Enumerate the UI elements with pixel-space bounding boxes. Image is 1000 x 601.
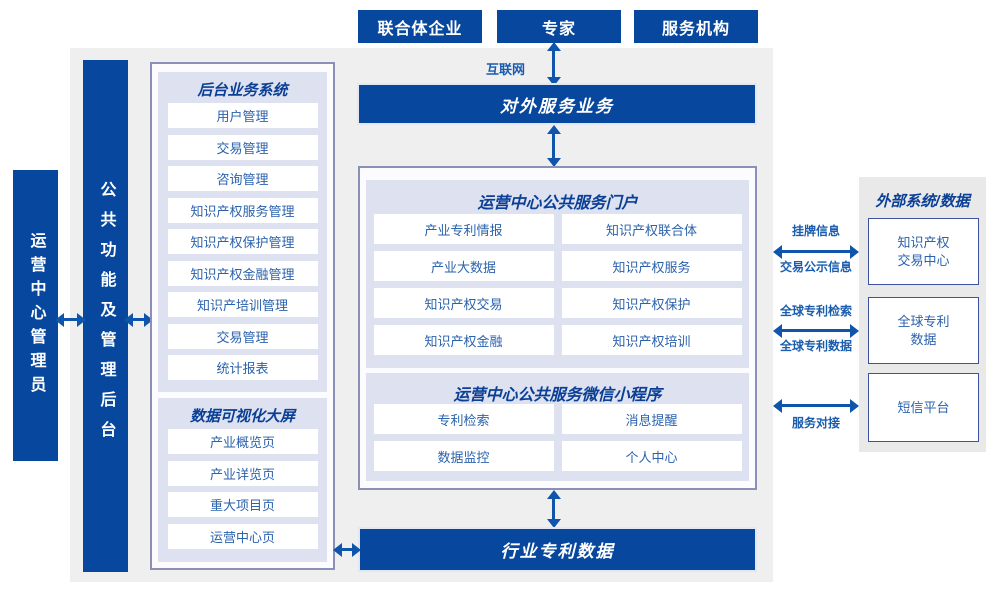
arrow-service-to-portal xyxy=(546,125,561,167)
actor-box-experts: 专家 xyxy=(497,10,621,43)
portal-item: 知识产权联合体 xyxy=(561,214,742,244)
arrow-dashboard-to-industry-data xyxy=(333,542,361,557)
actor-box-service-orgs: 服务机构 xyxy=(634,10,758,43)
dashboard-item: 运营中心页 xyxy=(167,523,318,549)
link-label-transaction-publicity: 交易公示信息 xyxy=(779,260,852,274)
portal-item: 产业大数据 xyxy=(373,251,554,281)
operation-admin-label: 运营中心管理员 xyxy=(27,231,45,400)
actor-box-consortium: 联合体企业 xyxy=(358,10,482,43)
miniprogram-panel: 运营中心公共服务微信小程序 专利检索 消息提醒 数据监控 个人中心 xyxy=(366,373,749,481)
backend-item: 咨询管理 xyxy=(167,166,318,191)
external-service-label: 对外服务业务 xyxy=(500,96,614,116)
portal-item: 知识产权保护 xyxy=(561,288,742,318)
backend-item: 知识产权金融管理 xyxy=(167,260,318,286)
miniprogram-item: 数据监控 xyxy=(373,441,554,471)
dashboard-panel: 数据可视化大屏 产业概览页 产业详览页 重大项目页 运营中心页 xyxy=(158,398,327,562)
backend-item: 知识产权服务管理 xyxy=(167,197,318,223)
internet-arrow xyxy=(546,42,561,86)
dashboard-item: 产业概览页 xyxy=(167,429,318,454)
external-service-bar: 对外服务业务 xyxy=(357,83,757,125)
portal-item: 知识产权培训 xyxy=(561,325,742,355)
backend-item: 统计报表 xyxy=(167,355,318,380)
actor-label: 联合体企业 xyxy=(377,20,463,38)
link-label-listing-info: 挂牌信息 xyxy=(791,224,840,238)
backend-item: 交易管理 xyxy=(167,323,318,349)
miniprogram-item: 专利检索 xyxy=(373,404,554,434)
center-panels-box: 运营中心公共服务门户 产业专利情报 知识产权联合体 产业大数据 知识产权服务 知… xyxy=(358,166,757,490)
backend-item: 知识产权保护管理 xyxy=(167,229,318,254)
backend-item: 用户管理 xyxy=(167,103,318,128)
link-label-service-docking: 服务对接 xyxy=(791,416,840,430)
arrow-global-patent xyxy=(773,323,859,338)
portal-item: 知识产权金融 xyxy=(373,325,554,355)
portal-item: 产业专利情报 xyxy=(373,214,554,244)
left-panels-box: 后台业务系统 用户管理 交易管理 咨询管理 知识产权服务管理 知识产权保护管理 … xyxy=(150,62,335,570)
miniprogram-title: 运营中心公共服务微信小程序 xyxy=(453,387,662,404)
external-box-sms-platform: 短信平台 xyxy=(868,373,979,442)
external-systems-panel: 外部系统/数据 知识产权 交易中心 全球专利 数据 短信平台 xyxy=(859,177,986,452)
dashboard-title: 数据可视化大屏 xyxy=(189,408,295,425)
arrow-ip-exchange xyxy=(773,244,859,259)
arrow-portal-to-industry-data xyxy=(546,490,561,528)
common-functions-bar: 公共功能及管理后台 xyxy=(83,60,128,572)
common-functions-label: 公共功能及管理后台 xyxy=(97,181,115,451)
arrow-admin-to-backend xyxy=(55,312,86,327)
portal-item: 知识产权服务 xyxy=(561,251,742,281)
arrow-sms-platform xyxy=(773,398,859,413)
actor-label: 专家 xyxy=(541,20,576,38)
external-systems-title: 外部系统/数据 xyxy=(875,193,970,210)
miniprogram-item: 个人中心 xyxy=(561,441,742,471)
internet-label: 互联网 xyxy=(486,62,526,77)
actor-label: 服务机构 xyxy=(661,20,730,38)
external-box-ip-exchange: 知识产权 交易中心 xyxy=(868,218,979,285)
backend-system-title: 后台业务系统 xyxy=(197,82,288,99)
miniprogram-item: 消息提醒 xyxy=(561,404,742,434)
backend-system-panel: 后台业务系统 用户管理 交易管理 咨询管理 知识产权服务管理 知识产权保护管理 … xyxy=(158,72,327,392)
link-label-global-patent-search: 全球专利检索 xyxy=(779,304,852,318)
external-box-global-patent-data: 全球专利 数据 xyxy=(868,297,979,364)
dashboard-item: 重大项目页 xyxy=(167,492,318,517)
backend-item: 知识产培训管理 xyxy=(167,292,318,317)
operation-admin-bar: 运营中心管理员 xyxy=(13,170,58,461)
dashboard-item: 产业详览页 xyxy=(167,460,318,486)
portal-title: 运营中心公共服务门户 xyxy=(477,195,638,212)
arrow-backend-to-panels xyxy=(124,312,153,327)
portal-panel: 运营中心公共服务门户 产业专利情报 知识产权联合体 产业大数据 知识产权服务 知… xyxy=(366,180,749,368)
portal-item: 知识产权交易 xyxy=(373,288,554,318)
industry-data-bar: 行业专利数据 xyxy=(358,527,757,572)
backend-item: 交易管理 xyxy=(167,134,318,160)
industry-data-label: 行业专利数据 xyxy=(500,542,615,561)
link-label-global-patent-data: 全球专利数据 xyxy=(779,339,852,353)
